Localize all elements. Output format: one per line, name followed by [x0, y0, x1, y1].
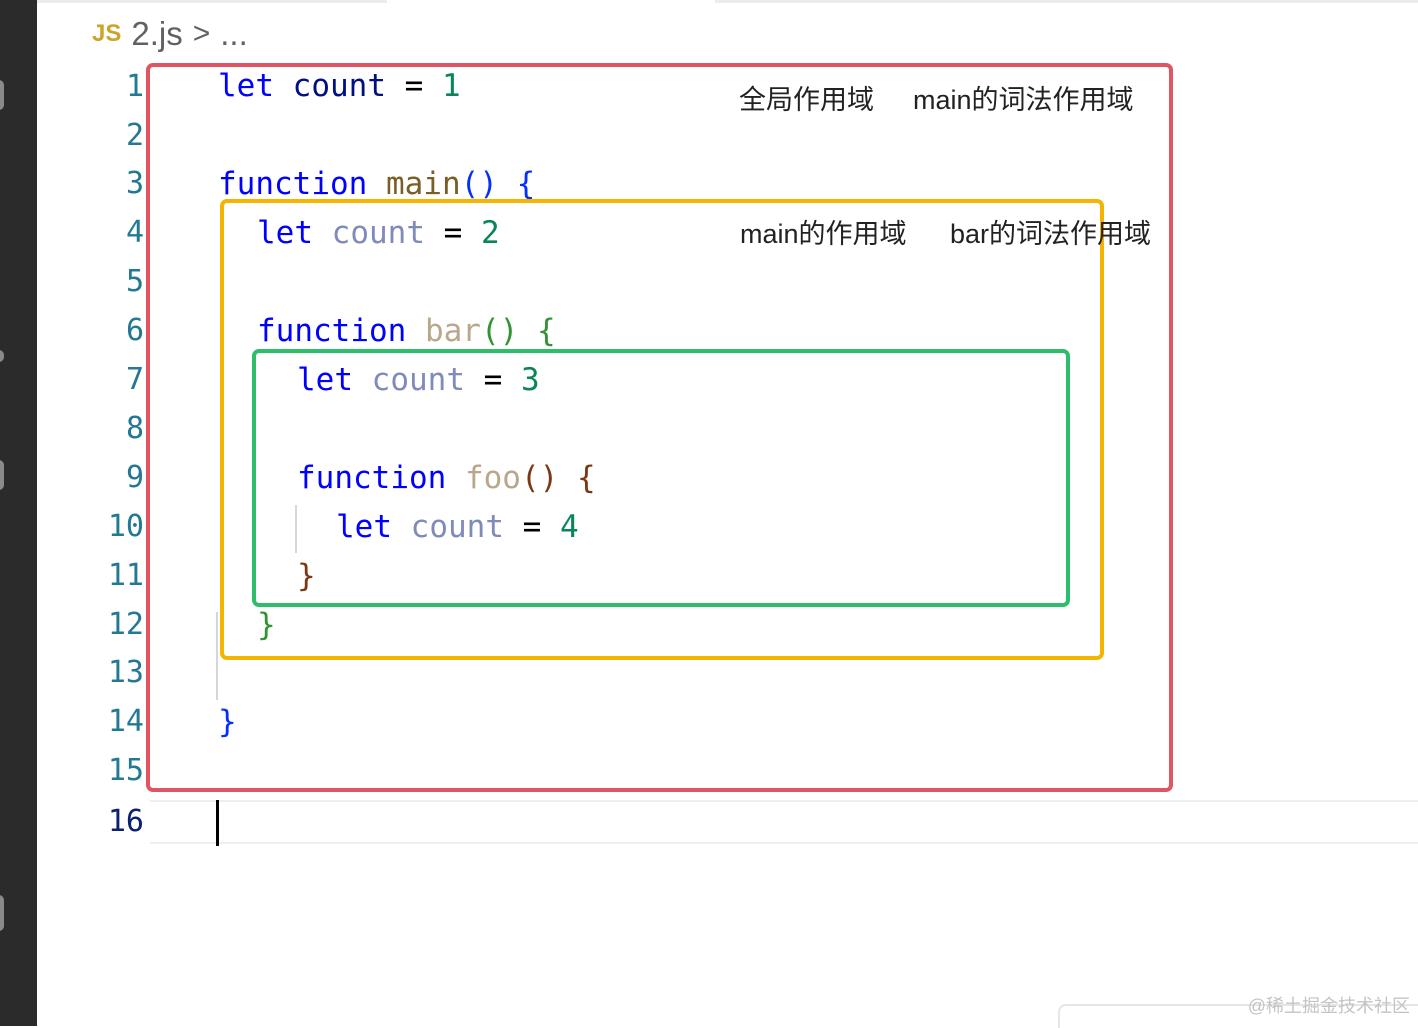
variable: count	[410, 509, 504, 545]
code-line-1[interactable]: let count = 1	[218, 66, 461, 106]
code-line-10[interactable]: let count = 4	[336, 507, 579, 547]
parentheses: ()	[520, 460, 559, 496]
line-number: 15	[107, 753, 144, 788]
code-line-12[interactable]: }	[257, 607, 276, 643]
code-line-7[interactable]: let count = 3	[297, 360, 540, 400]
javascript-file-icon: JS	[92, 20, 122, 47]
activity-icon[interactable]	[0, 80, 4, 110]
chevron-right-icon: >	[192, 17, 211, 50]
current-line-highlight	[150, 800, 1418, 844]
bottom-panel-edge	[1058, 1004, 1418, 1028]
code-line-4[interactable]: let count = 2	[257, 213, 500, 253]
code-line-14[interactable]: }	[218, 704, 237, 740]
code-line-9[interactable]: function foo() {	[297, 458, 596, 498]
line-number: 4	[125, 215, 144, 250]
keyword: let	[297, 362, 353, 398]
function-name: bar	[424, 313, 481, 349]
global-scope-box	[146, 63, 1173, 792]
keyword: let	[257, 215, 313, 251]
breadcrumb: JS 2.js > ...	[92, 14, 248, 54]
brace-open: {	[576, 460, 596, 496]
keyword: let	[218, 68, 274, 104]
line-number: 6	[125, 313, 144, 348]
keyword: let	[336, 509, 392, 545]
bar-scope-box	[252, 349, 1070, 607]
operator: =	[443, 215, 463, 251]
operator: =	[483, 362, 503, 398]
operator: =	[404, 68, 424, 104]
number-literal: 4	[560, 509, 579, 545]
keyword: function	[218, 166, 368, 202]
line-number: 9	[125, 460, 144, 495]
annotation-global-scope: 全局作用域	[739, 85, 874, 115]
activity-bar	[0, 0, 37, 1026]
number-literal: 2	[481, 215, 500, 251]
line-number: 3	[125, 166, 144, 201]
line-number: 10	[107, 509, 144, 544]
annotation-bar-lexical-scope: bar的词法作用域	[950, 219, 1152, 249]
keyword: function	[257, 313, 407, 349]
annotation-main-scope: main的作用域	[740, 219, 907, 249]
parentheses: ()	[480, 313, 519, 349]
line-number: 1	[125, 69, 144, 104]
code-line-11[interactable]: }	[297, 558, 316, 594]
activity-icon[interactable]	[0, 460, 4, 490]
parentheses: ()	[460, 166, 498, 202]
line-number: 7	[125, 362, 144, 397]
breadcrumb-file[interactable]: 2.js	[131, 15, 183, 52]
brace-open: {	[536, 313, 556, 349]
watermark: @稀土掘金技术社区	[1247, 996, 1410, 1016]
annotation-main-lexical-scope: main的词法作用域	[913, 85, 1134, 115]
code-line-6[interactable]: function bar() {	[257, 311, 556, 351]
activity-icon[interactable]	[0, 895, 4, 931]
text-cursor	[216, 800, 219, 846]
operator: =	[522, 509, 542, 545]
indent-guide	[295, 505, 297, 553]
tab-strip	[37, 0, 387, 3]
number-literal: 1	[442, 68, 461, 104]
line-number: 5	[125, 264, 144, 299]
breadcrumb-symbol[interactable]: ...	[220, 15, 248, 52]
code-line-3[interactable]: function main() {	[218, 164, 535, 204]
line-number: 11	[107, 558, 144, 593]
line-number: 14	[107, 704, 144, 739]
variable: count	[331, 215, 425, 251]
function-name: foo	[464, 460, 521, 496]
line-number-current: 16	[107, 804, 144, 839]
brace-open: {	[516, 166, 536, 202]
line-number: 13	[107, 655, 144, 690]
line-number: 12	[107, 607, 144, 642]
line-number: 8	[125, 411, 144, 446]
line-number: 2	[125, 118, 144, 153]
tab-strip-right	[715, 0, 1418, 3]
function-name: main	[385, 166, 461, 202]
indent-guide	[216, 612, 218, 700]
variable: count	[292, 68, 386, 104]
number-literal: 3	[521, 362, 540, 398]
activity-icon[interactable]	[0, 350, 4, 362]
keyword: function	[297, 460, 447, 496]
variable: count	[371, 362, 465, 398]
main-scope-box	[220, 199, 1104, 660]
